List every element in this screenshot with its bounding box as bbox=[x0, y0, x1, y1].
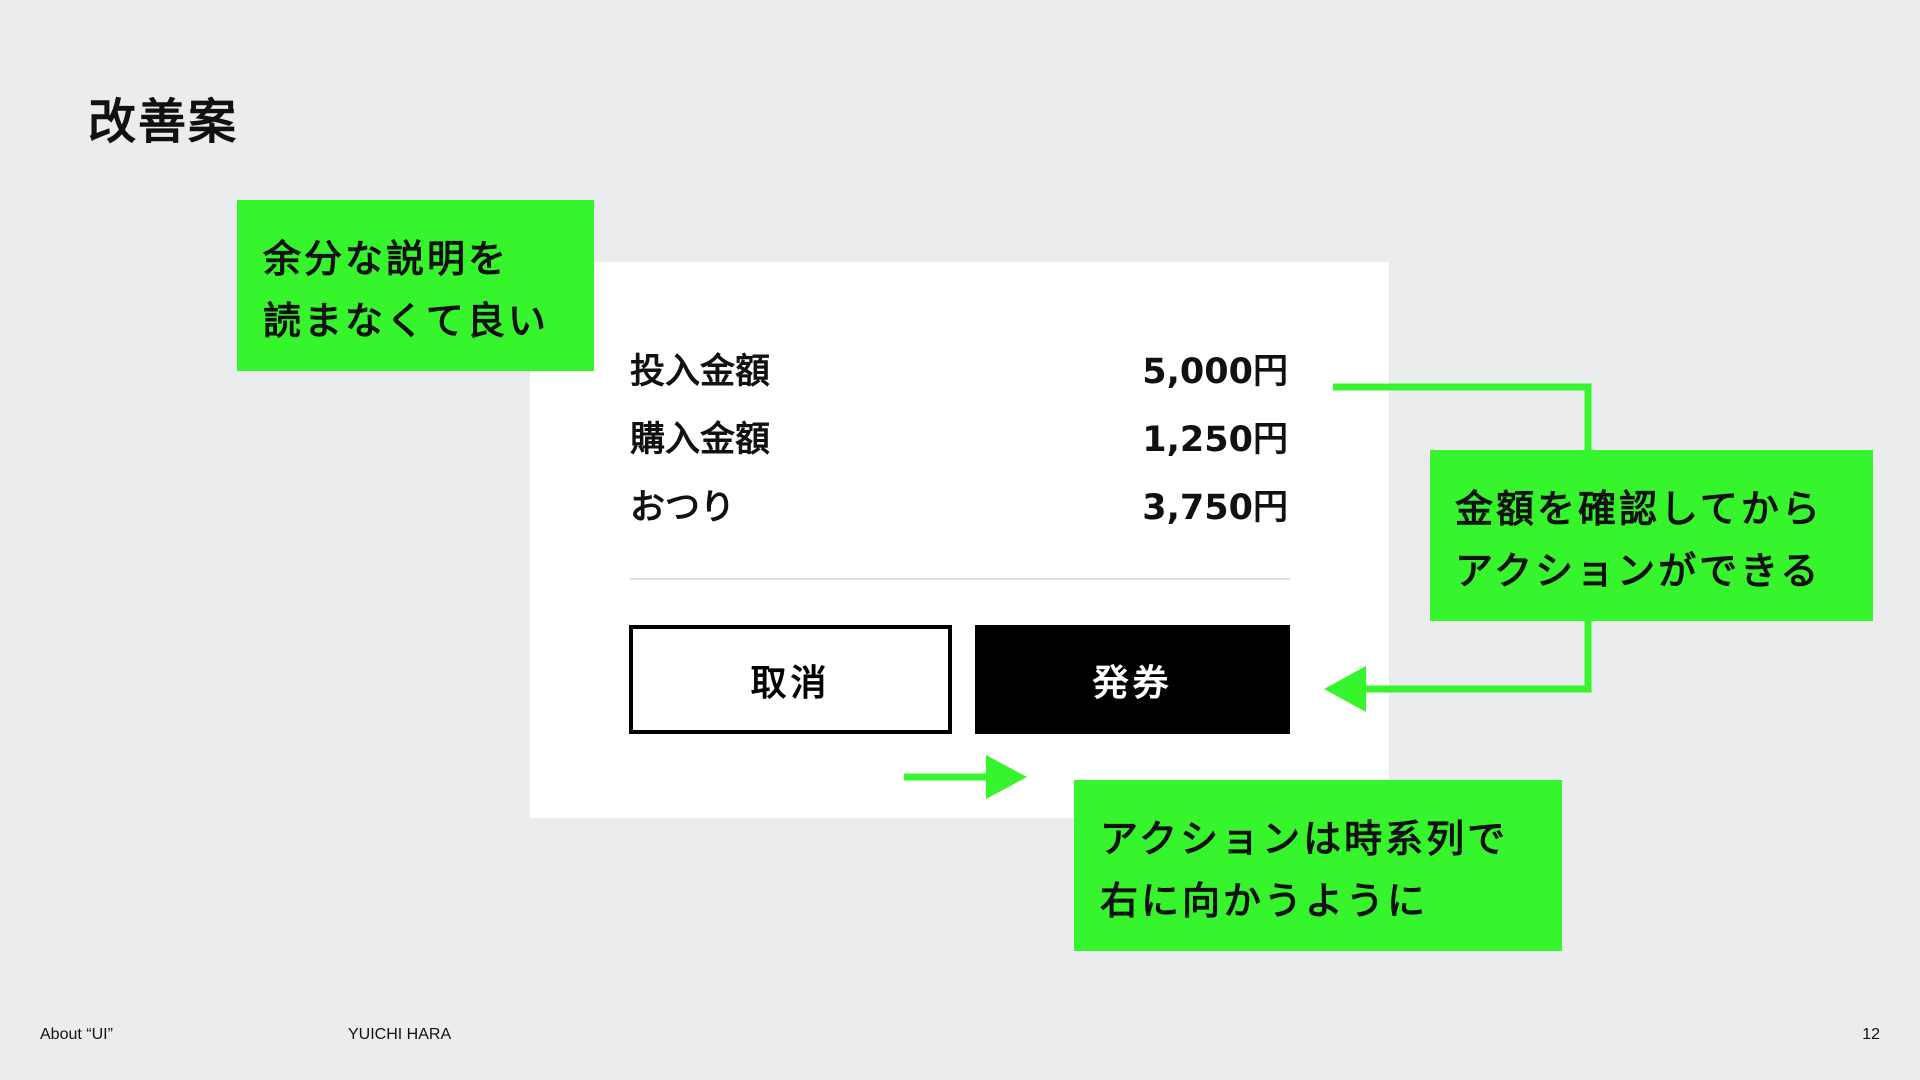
change-value: 3,750円 bbox=[1142, 488, 1288, 528]
callout-time-order: アクションは時系列で 右に向かうように bbox=[1074, 780, 1562, 951]
footer-deck-title: About “UI” bbox=[40, 1026, 113, 1043]
callout-no-extra-explanation: 余分な説明を 読まなくて良い bbox=[237, 200, 594, 371]
issue-ticket-button[interactable]: 発券 bbox=[975, 625, 1290, 734]
footer-author: YUICHI HARA bbox=[348, 1026, 452, 1043]
callout-line: アクションは時系列で bbox=[1100, 817, 1509, 861]
arrowhead-left-icon bbox=[1324, 666, 1366, 712]
callout-confirm-then-act: 金額を確認してから アクションができる bbox=[1430, 450, 1873, 621]
inserted-amount-value: 5,000円 bbox=[1142, 352, 1288, 392]
callout-line: 金額を確認してから bbox=[1455, 487, 1823, 531]
page-number: 12 bbox=[1862, 1026, 1880, 1043]
callout-line: 余分な説明を bbox=[263, 237, 510, 281]
callout-line: 右に向かうように bbox=[1100, 879, 1429, 923]
callout-line: アクションができる bbox=[1455, 549, 1822, 593]
inserted-amount-label: 投入金額 bbox=[630, 352, 771, 392]
divider bbox=[630, 578, 1290, 580]
slide-title: 改善案 bbox=[88, 94, 239, 150]
change-label: おつり bbox=[630, 488, 736, 528]
callout-line: 読まなくて良い bbox=[263, 299, 549, 343]
time-order-arrow bbox=[904, 755, 1027, 799]
purchase-amount-value: 1,250円 bbox=[1142, 420, 1288, 460]
arrowhead-right-icon bbox=[986, 755, 1027, 799]
cancel-button[interactable]: 取消 bbox=[629, 625, 952, 734]
purchase-amount-label: 購入金額 bbox=[630, 420, 771, 460]
